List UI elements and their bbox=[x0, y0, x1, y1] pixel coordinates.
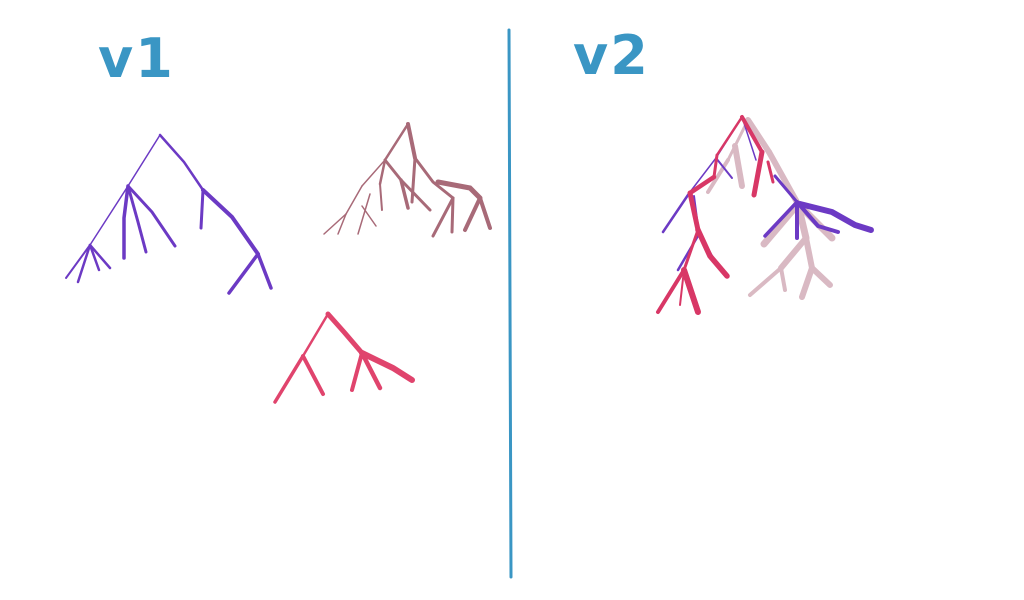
purple-overlay-tree bbox=[661, 116, 874, 272]
pale-tree bbox=[706, 117, 836, 300]
pink-tree bbox=[273, 311, 415, 404]
divider-line bbox=[507, 28, 513, 579]
mauve-tree bbox=[323, 122, 492, 238]
label-v1: v1 bbox=[98, 27, 175, 90]
purple-tree bbox=[65, 133, 273, 295]
pink-overlay-tree bbox=[656, 115, 775, 315]
label-v2: v2 bbox=[573, 24, 650, 87]
